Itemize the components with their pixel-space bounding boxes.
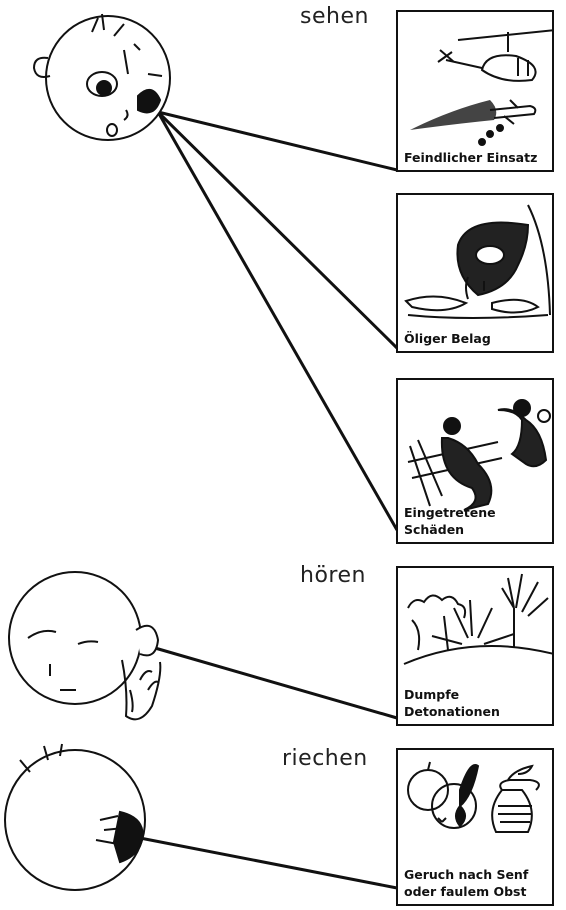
bare-tree — [502, 574, 548, 648]
panel-caption: Eingetretene Schäden — [404, 504, 496, 538]
panel-enemy-attack: Feindlicher Einsatz — [396, 10, 554, 172]
panel-caption: Dumpfe Detonationen — [404, 686, 500, 720]
panel-caption: Geruch nach Senf oder faulem Obst — [404, 866, 528, 900]
sight-lines — [140, 112, 397, 888]
hearing-face — [9, 572, 160, 719]
caption-line: Eingetretene — [404, 504, 496, 521]
line-to-smell-panel — [140, 838, 397, 888]
seeing-face — [34, 14, 170, 140]
panel-detonations: Dumpfe Detonationen — [396, 566, 554, 726]
caption-line: Geruch nach Senf — [404, 866, 528, 883]
line-to-detonation-panel — [155, 648, 397, 718]
smelling-face — [5, 744, 145, 890]
sense-label-hear: hören — [300, 563, 366, 588]
caption-line: oder faulem Obst — [404, 883, 528, 900]
caption-line: Detonationen — [404, 703, 500, 720]
sense-label-smell: riechen — [282, 746, 368, 771]
caption-line: Schäden — [404, 521, 496, 538]
line-to-damage-panel — [158, 112, 397, 530]
line-to-oil-panel — [158, 112, 397, 348]
helicopter-plane-illustration — [398, 12, 554, 172]
line-to-enemy-panel — [158, 112, 397, 170]
sense-label-see: sehen — [300, 4, 369, 29]
caption-line: Öliger Belag — [404, 330, 491, 347]
panel-oily-coating: Öliger Belag — [396, 193, 554, 353]
caption-line: Feindlicher Einsatz — [404, 149, 537, 166]
panel-caption: Feindlicher Einsatz — [404, 149, 537, 166]
spray-trail — [410, 100, 496, 130]
caption-line: Dumpfe — [404, 686, 500, 703]
panel-caption: Öliger Belag — [404, 330, 491, 347]
panel-smell: Geruch nach Senf oder faulem Obst — [396, 748, 554, 906]
panel-damage: Eingetretene Schäden — [396, 378, 554, 544]
